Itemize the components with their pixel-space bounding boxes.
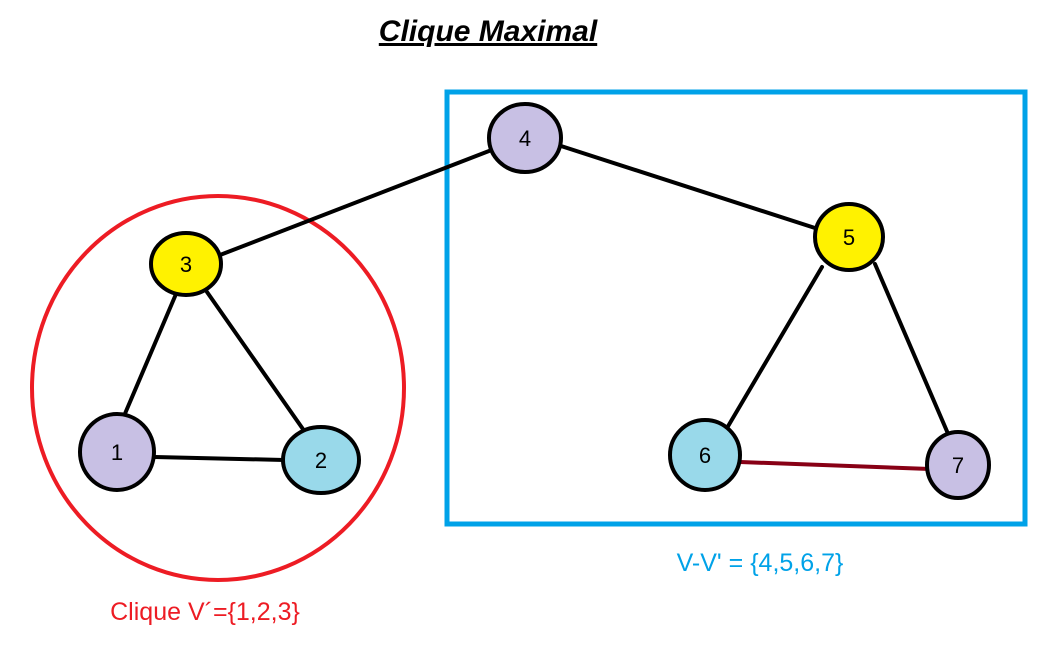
edge-3-4 xyxy=(218,149,491,257)
edge-1-2 xyxy=(153,455,286,462)
node-7: 7 xyxy=(925,430,991,500)
edge-1-3 xyxy=(122,292,178,418)
edge-4-5 xyxy=(559,144,817,230)
clique-caption: Clique V´={1,2,3} xyxy=(110,598,300,626)
node-6-label: 6 xyxy=(699,443,711,468)
node-3-circle xyxy=(149,231,223,297)
node-3: 3 xyxy=(149,231,223,297)
edge-5-7 xyxy=(873,262,951,438)
edge-6-7 xyxy=(738,460,932,471)
node-7-label: 7 xyxy=(952,453,964,478)
complement-caption: V-V' = {4,5,6,7} xyxy=(677,549,844,577)
node-2-circle xyxy=(281,425,361,495)
node-5: 5 xyxy=(813,202,885,272)
node-6: 6 xyxy=(668,418,742,492)
diagram-title: Clique Maximal xyxy=(379,15,598,48)
node-4-label: 4 xyxy=(519,126,531,151)
nodes-layer: 1 2 3 4 5 6 7 xyxy=(78,102,991,500)
clique-boundary-circle xyxy=(30,194,406,582)
complement-boundary-box xyxy=(444,89,1028,527)
edge-2-3 xyxy=(205,290,307,434)
edges-layer xyxy=(122,144,951,471)
node-1-label: 1 xyxy=(111,440,123,465)
node-6-circle xyxy=(668,418,742,492)
node-5-label: 5 xyxy=(843,225,855,250)
node-1-circle xyxy=(78,412,156,492)
node-4: 4 xyxy=(487,102,563,174)
node-5-circle xyxy=(813,202,885,272)
node-4-circle xyxy=(487,102,563,174)
node-2: 2 xyxy=(281,425,361,495)
node-2-label: 2 xyxy=(315,448,327,473)
edge-5-6 xyxy=(725,265,824,430)
node-1: 1 xyxy=(78,412,156,492)
node-3-label: 3 xyxy=(180,252,192,277)
node-7-circle xyxy=(925,430,991,500)
